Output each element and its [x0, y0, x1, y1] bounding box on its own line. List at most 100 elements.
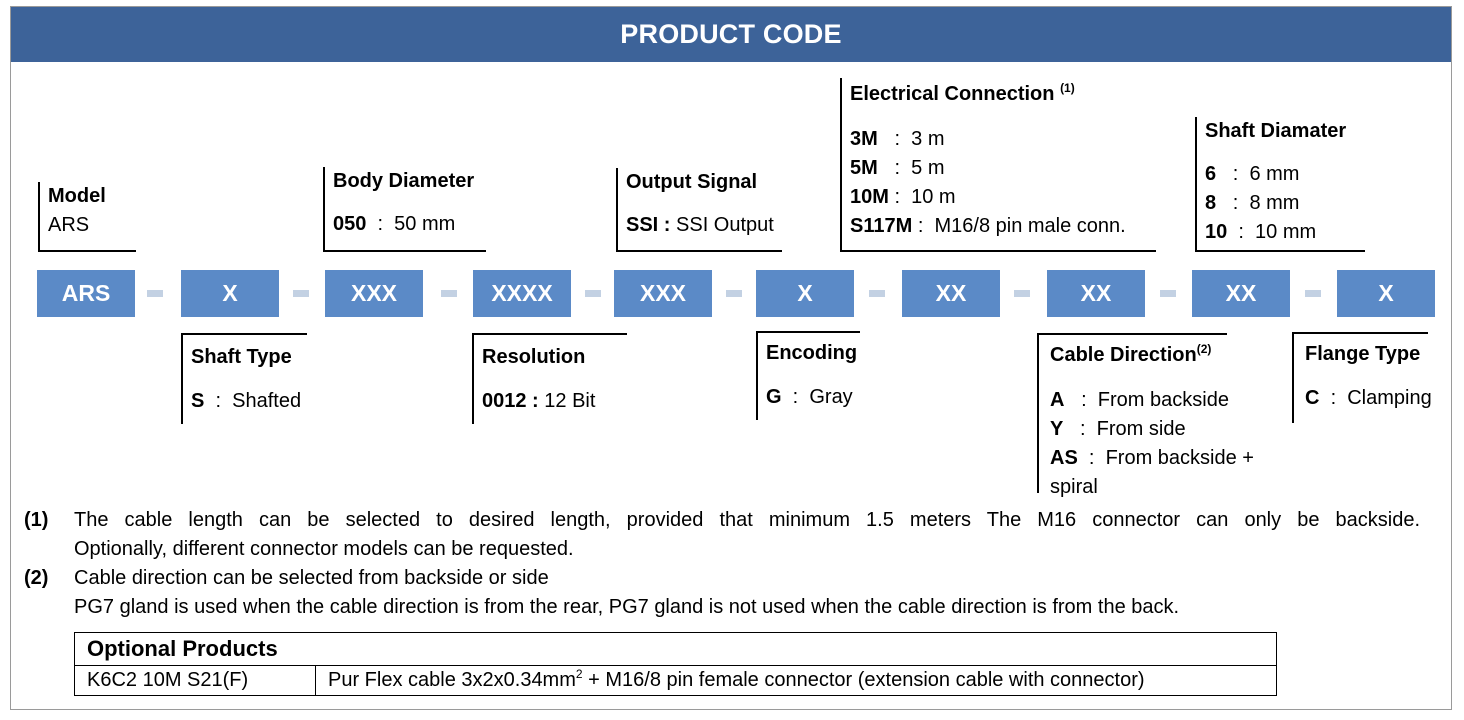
- diagram-frame: [10, 6, 1452, 710]
- product-description-cell: Pur Flex cable 3x2x0.34mm2 + M16/8 pin f…: [315, 665, 1277, 696]
- callout-title: Resolution: [482, 346, 586, 368]
- table-row: K6C2 10M S21(F) Pur Flex cable 3x2x0.34m…: [74, 665, 1277, 696]
- option-row: 5M : 5 m: [850, 154, 1156, 183]
- table-header: Optional Products: [74, 632, 1277, 666]
- callout-electrical-connection: Electrical Connection (1) 3M : 3 m 5M : …: [840, 78, 1156, 252]
- option-text: : Shafted: [204, 390, 302, 412]
- code-box-shaft-type: X: [181, 270, 279, 317]
- callout-title: Electrical Connection (1): [850, 81, 1075, 105]
- option-row: S117M : M16/8 pin male conn.: [850, 212, 1156, 241]
- callout-model: Model ARS: [38, 182, 136, 252]
- option-text: SSI Output: [670, 214, 774, 236]
- option-text: : 10 mm: [1227, 221, 1317, 243]
- code-box-output-signal: XXX: [614, 270, 712, 317]
- option-row: 0012 : 12 Bit: [482, 387, 627, 416]
- code-box-model: ARS: [37, 270, 135, 317]
- option-key: 3M: [850, 128, 878, 150]
- callout-title: Shaft Type: [191, 346, 292, 368]
- option-row: 10 : 10 mm: [1205, 218, 1365, 247]
- code-box-flange-type: X: [1337, 270, 1435, 317]
- option-row: 6 : 6 mm: [1205, 160, 1365, 189]
- code-separator: [441, 290, 457, 297]
- code-separator: [726, 290, 742, 297]
- option-key: 10M: [850, 186, 889, 208]
- option-text: : 8 mm: [1216, 192, 1300, 214]
- callout-resolution: Resolution 0012 : 12 Bit: [472, 333, 627, 424]
- callout-title: Model: [48, 185, 106, 207]
- code-separator: [869, 290, 885, 297]
- option-row: 10M : 10 m: [850, 183, 1156, 212]
- option-text: : M16/8 pin male conn.: [912, 215, 1126, 237]
- option-row: 050 : 50 mm: [333, 210, 486, 239]
- code-box-shaft-diameter: XX: [1192, 270, 1290, 317]
- callout-shaft-type: Shaft Type S : Shafted: [181, 333, 307, 424]
- option-row: AS : From backside +: [1050, 444, 1254, 473]
- page-title: PRODUCT CODE: [11, 7, 1451, 62]
- option-key: 8: [1205, 192, 1217, 214]
- callout-encoding: Encoding G : Gray: [756, 331, 860, 420]
- option-text: : 6 mm: [1216, 163, 1300, 185]
- footnote-2: (2) Cable direction can be selected from…: [24, 564, 1420, 622]
- option-text: : From backside: [1064, 389, 1229, 411]
- option-text: : 5 m: [877, 157, 945, 179]
- option-key: AS: [1050, 447, 1078, 469]
- code-separator: [1014, 290, 1030, 297]
- option-key: S: [191, 390, 205, 412]
- footnotes: (1) The cable length can be selected to …: [24, 506, 1420, 622]
- callout-body-diameter: Body Diameter 050 : 50 mm: [323, 167, 486, 252]
- option-key: 050: [333, 213, 367, 235]
- option-row: C : Clamping: [1305, 384, 1432, 413]
- option-key: Y: [1050, 418, 1064, 440]
- footnote-line: PG7 gland is used when the cable directi…: [74, 596, 1180, 618]
- option-row: Y : From side: [1050, 415, 1227, 444]
- footnote-number: (2): [24, 567, 49, 589]
- option-key: 5M: [850, 157, 878, 179]
- callout-title: Body Diameter: [333, 170, 475, 192]
- code-box-electrical-connection: XX: [902, 270, 1000, 317]
- code-separator: [147, 290, 163, 297]
- option-key: 10: [1205, 221, 1228, 243]
- callout-title: Cable Direction(2): [1050, 342, 1212, 366]
- option-text: : Gray: [781, 386, 853, 408]
- option-row: 3M : 3 m: [850, 125, 1156, 154]
- callout-value: ARS: [48, 214, 90, 236]
- footnote-line: Optionally, different connector models c…: [74, 538, 574, 560]
- code-box-resolution: XXXX: [473, 270, 571, 317]
- footnote-line: Cable direction can be selected from bac…: [74, 567, 549, 589]
- code-separator: [1305, 290, 1321, 297]
- callout-title: Shaft Diamater: [1205, 120, 1347, 142]
- option-continuation: spiral: [1050, 476, 1098, 498]
- product-code-cell: K6C2 10M S21(F): [74, 665, 316, 696]
- option-text: : 50 mm: [366, 213, 456, 235]
- option-row: G : Gray: [766, 383, 860, 412]
- code-separator: [293, 290, 309, 297]
- footnote-number: (1): [24, 509, 49, 531]
- code-box-cable-direction: XX: [1047, 270, 1145, 317]
- option-key: 6: [1205, 163, 1217, 185]
- callout-shaft-diameter: Shaft Diamater 6 : 6 mm 8 : 8 mm 10 : 10…: [1195, 117, 1365, 252]
- code-box-encoding: X: [756, 270, 854, 317]
- option-key: G: [766, 386, 782, 408]
- option-text: : 3 m: [877, 128, 945, 150]
- option-text: : 10 m: [888, 186, 956, 208]
- option-text: : Clamping: [1319, 387, 1432, 409]
- callout-cable-direction: Cable Direction(2) A : From backside Y :…: [1037, 333, 1254, 498]
- code-separator: [1160, 290, 1176, 297]
- option-key: SSI :: [626, 214, 671, 236]
- option-text: : From backside +: [1077, 447, 1254, 469]
- footnote-1: (1) The cable length can be selected to …: [24, 506, 1420, 564]
- option-key: C: [1305, 387, 1320, 409]
- footnote-line: The cable length can be selected to desi…: [74, 509, 1420, 531]
- option-text: 12 Bit: [538, 390, 596, 412]
- option-key: A: [1050, 389, 1065, 411]
- option-key: S117M: [850, 215, 913, 237]
- option-key: 0012 :: [482, 390, 539, 412]
- code-box-body-diameter: XXX: [325, 270, 423, 317]
- callout-title: Flange Type: [1305, 343, 1421, 365]
- callout-title: Output Signal: [626, 171, 758, 193]
- callout-output-signal: Output Signal SSI : SSI Output: [616, 168, 782, 252]
- option-row: SSI : SSI Output: [626, 211, 782, 240]
- option-row: A : From backside: [1050, 386, 1229, 415]
- option-row: S : Shafted: [191, 387, 307, 416]
- option-row: 8 : 8 mm: [1205, 189, 1365, 218]
